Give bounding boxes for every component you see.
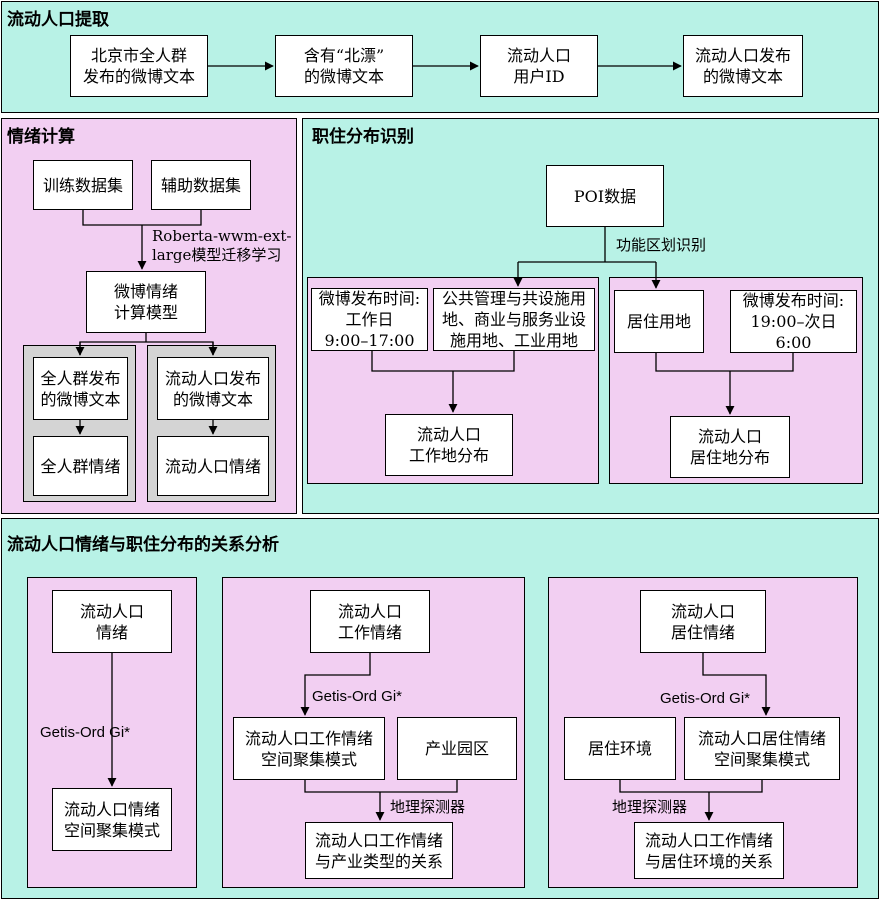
residence-env-relation-box: 流动人口工作情绪 与居住环境的关系 bbox=[634, 822, 784, 879]
right-merge-line bbox=[619, 780, 763, 793]
residence-time-box: 微博发布时间: 19:00–次日6:00 bbox=[730, 290, 857, 353]
work-time-box: 微博发布时间: 工作日 9:00–17:00 bbox=[311, 288, 428, 351]
migrant-weibo-box: 流动人口发布 的微博文本 bbox=[683, 35, 803, 97]
work-cluster-box: 流动人口工作情绪 空间聚集模式 bbox=[233, 717, 385, 780]
jobhouse-title: 职住分布识别 bbox=[312, 127, 414, 147]
left-getis-label: Getis-Ord Gi* bbox=[40, 724, 131, 741]
work-merge-line bbox=[371, 351, 515, 372]
emotion-model-box: 微博情绪 计算模型 bbox=[86, 271, 206, 333]
residence-distribution-box: 流动人口 居住地分布 bbox=[670, 416, 790, 478]
work-distribution-box: 流动人口 工作地分布 bbox=[385, 414, 513, 476]
work-land-box: 公共管理与共设施用 地、商业与服务业设 施用地、工业用地 bbox=[433, 288, 595, 351]
residential-land-box: 居住用地 bbox=[614, 290, 704, 353]
mid-geodetector-label: 地理探测器 bbox=[390, 798, 466, 816]
right-getis-label: Getis-Ord Gi* bbox=[660, 690, 751, 707]
residence-cluster-box: 流动人口居住情绪 空间聚集模式 bbox=[684, 717, 840, 780]
arrow-right-getis bbox=[702, 653, 771, 716]
auxiliary-dataset-box: 辅助数据集 bbox=[151, 160, 251, 210]
beipiao-weibo-box: 含有“北漂” 的微博文本 bbox=[275, 35, 413, 97]
residential-environment-box: 居住环境 bbox=[564, 717, 676, 780]
industrial-park-box: 产业园区 bbox=[397, 717, 517, 780]
beijing-weibo-box: 北京市全人群 发布的微博文本 bbox=[70, 35, 208, 97]
poi-data-box: POI数据 bbox=[546, 165, 664, 227]
model-split-line bbox=[79, 333, 214, 355]
right-geodetector-label: 地理探测器 bbox=[612, 798, 688, 816]
mid-merge-line bbox=[304, 780, 458, 793]
transfer-learning-label: Roberta-wwm-ext- large模型迁移学习 bbox=[152, 227, 292, 264]
arrow-mid-getis bbox=[300, 653, 371, 716]
all-weibo-box: 全人群发布 的微博文本 bbox=[33, 357, 128, 420]
mid-getis-label: Getis-Ord Gi* bbox=[312, 688, 403, 705]
emotion-title: 情绪计算 bbox=[7, 127, 75, 147]
function-zone-label: 功能区划识别 bbox=[616, 236, 707, 254]
dataset-merge-line bbox=[82, 210, 202, 226]
migrant-emotion-box: 流动人口情绪 bbox=[157, 436, 269, 496]
work-industry-relation-box: 流动人口工作情绪 与产业类型的关系 bbox=[305, 822, 453, 879]
res-merge-line bbox=[655, 353, 794, 372]
migrant-emotion-source-box: 流动人口 情绪 bbox=[52, 590, 172, 653]
emotion-cluster-box: 流动人口情绪 空间聚集模式 bbox=[52, 788, 172, 851]
migrant-userid-box: 流动人口 用户ID bbox=[480, 35, 598, 97]
all-emotion-box: 全人群情绪 bbox=[33, 436, 128, 496]
training-dataset-box: 训练数据集 bbox=[33, 160, 133, 210]
relation-title: 流动人口情绪与职住分布的关系分析 bbox=[7, 535, 279, 555]
extraction-title: 流动人口提取 bbox=[7, 10, 109, 30]
work-emotion-box: 流动人口 工作情绪 bbox=[310, 590, 430, 653]
migrant-weibo-box-2: 流动人口发布 的微博文本 bbox=[157, 357, 269, 420]
residence-emotion-box: 流动人口 居住情绪 bbox=[640, 590, 766, 653]
